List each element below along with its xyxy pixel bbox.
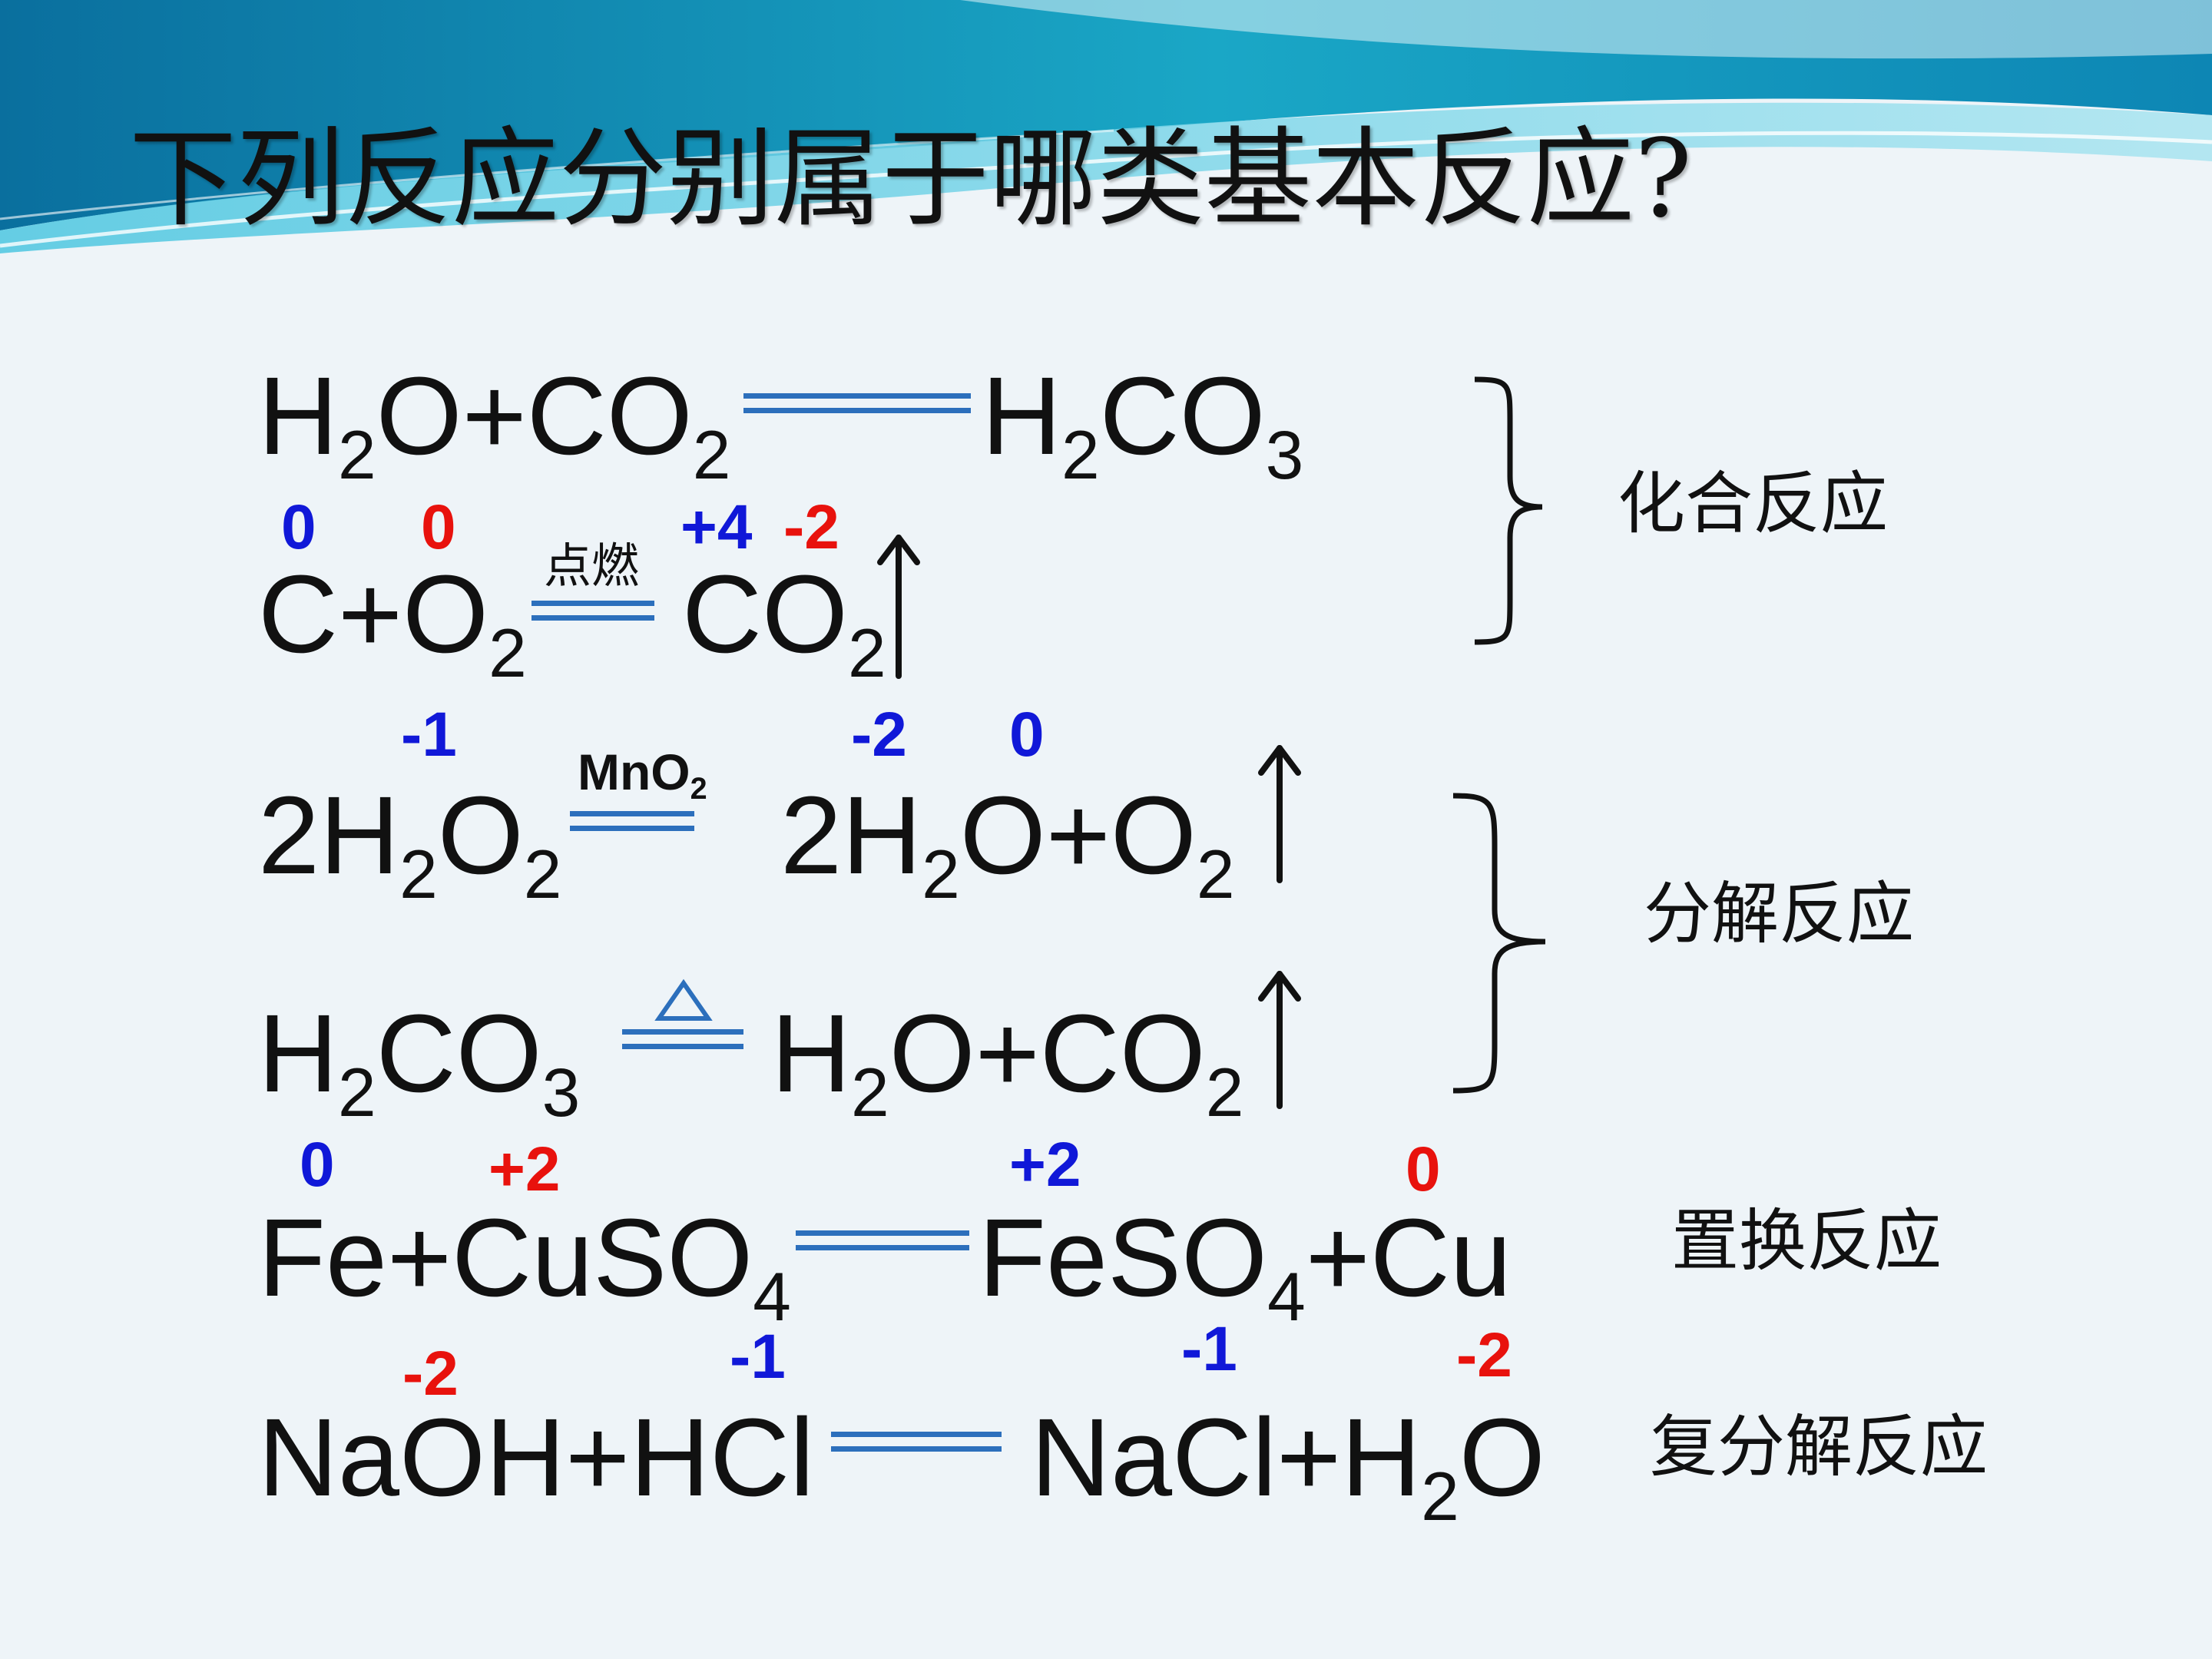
eq6-equal-sign <box>831 1432 1002 1452</box>
eq3-ox-o-water: -2 <box>851 700 907 770</box>
eq2-reactants: C+O2 <box>258 552 527 692</box>
eq2-ox-c-product: +4 <box>680 492 753 562</box>
eq5-ox-fe-product: +2 <box>1009 1130 1081 1200</box>
eq2-ox-c: 0 <box>281 492 316 562</box>
eq3-ox-o-reactant: -1 <box>401 700 457 770</box>
eq5-equal-sign <box>796 1230 969 1250</box>
label-double-decomposition: 复分解反应 <box>1650 1407 1988 1486</box>
eq2-ox-o-product: -2 <box>783 492 839 562</box>
eq2-equal-sign <box>531 601 654 621</box>
eq2-condition-ignite: 点燃 <box>544 538 640 594</box>
eq6-reactants: NaOH+HCl <box>258 1396 815 1519</box>
eq3-catalyst: MnO2 <box>578 743 707 806</box>
eq1-reactants: H2O+CO2 <box>258 354 731 494</box>
eq2-ox-o2: 0 <box>421 492 456 562</box>
eq1-equal-sign <box>743 393 971 413</box>
eq3-products: 2H2O+O2 <box>780 773 1235 913</box>
eq5-ox-cu: +2 <box>488 1134 561 1204</box>
eq4-products: H2O+CO2 <box>771 992 1244 1131</box>
label-displacement: 置换反应 <box>1671 1201 1942 1280</box>
eq6-ox-o-naoh: -2 <box>402 1339 459 1409</box>
eq3-reactants: 2H2O2 <box>258 773 562 913</box>
eq2-products: CO2 <box>682 552 886 692</box>
eq5-reactants: Fe+CuSO4 <box>258 1196 791 1336</box>
eq6-ox-o-water: -2 <box>1456 1320 1512 1390</box>
eq5-ox-cu-product: 0 <box>1406 1134 1441 1204</box>
eq3-ox-o2: 0 <box>1009 700 1045 770</box>
label-decomposition: 分解反应 <box>1644 874 1915 953</box>
label-combination: 化合反应 <box>1618 464 1889 543</box>
eq6-ox-cl-hcl: -1 <box>730 1322 786 1392</box>
eq5-products: FeSO4+Cu <box>979 1196 1512 1336</box>
eq4-equal-sign <box>622 1029 743 1049</box>
page-title: 下列反应分别属于哪类基本反应? <box>129 117 1693 242</box>
eq5-ox-fe: 0 <box>300 1130 335 1200</box>
eq4-reactants: H2CO3 <box>258 992 581 1131</box>
eq6-ox-cl-nacl: -1 <box>1181 1314 1237 1384</box>
eq1-products: H2CO3 <box>982 354 1304 494</box>
eq6-products: NaCl+H2O <box>1031 1396 1545 1535</box>
eq3-equal-sign <box>570 811 694 831</box>
